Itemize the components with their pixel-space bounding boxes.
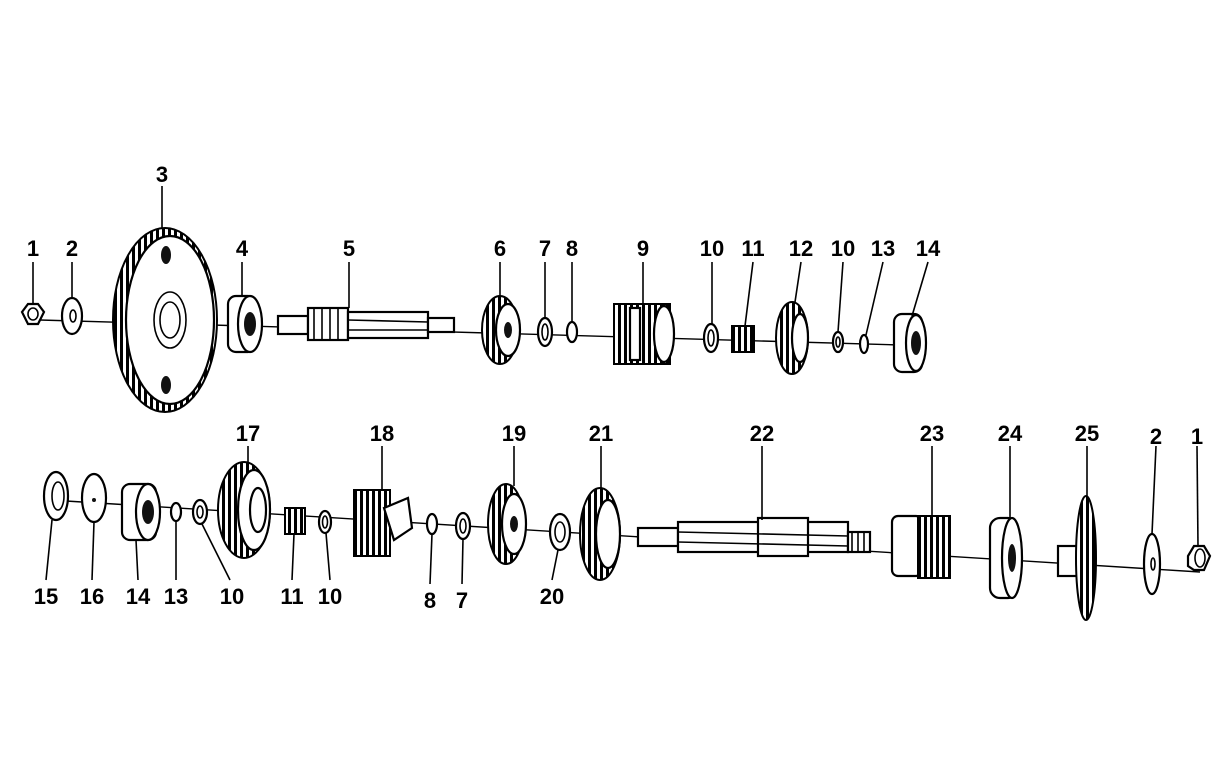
- label-2-top: 2: [66, 236, 78, 261]
- part-22-shaft: [636, 516, 872, 558]
- part-19-gear: [487, 483, 528, 565]
- label-14-bottom: 14: [126, 584, 151, 609]
- part-25-sprocket: [1056, 495, 1097, 621]
- part-3-large-gear: [112, 227, 218, 413]
- part-1-nut-top: [20, 302, 46, 326]
- part-10-washer-bottom-b: [317, 509, 333, 535]
- label-1-top: 1: [27, 236, 39, 261]
- part-12-gear: [775, 301, 810, 375]
- part-24-bearing: [988, 516, 1024, 600]
- label-22: 22: [750, 421, 774, 446]
- part-11-needle-bearing-bottom: [284, 507, 306, 535]
- part-17-gear: [217, 461, 272, 559]
- part-16-disc: [80, 472, 108, 524]
- part-21-gear: [579, 487, 622, 581]
- part-23-gear-hub: [890, 514, 951, 579]
- part-14-bearing-top: [892, 312, 928, 374]
- label-17: 17: [236, 421, 260, 446]
- part-8-ring-bottom: [425, 512, 439, 536]
- label-10-bottom-b: 10: [318, 584, 342, 609]
- label-20: 20: [540, 584, 564, 609]
- label-16: 16: [80, 584, 104, 609]
- label-13-bottom: 13: [164, 584, 188, 609]
- label-7-top: 7: [539, 236, 551, 261]
- label-11-top: 11: [741, 236, 764, 261]
- label-11-bottom: 11: [280, 584, 303, 609]
- part-7-circlip-bottom: [454, 511, 472, 541]
- part-14-bearing-bottom: [120, 482, 162, 542]
- part-13-ring-bottom: [169, 501, 183, 523]
- part-8-ring-top: [565, 320, 579, 344]
- label-18: 18: [370, 421, 394, 446]
- label-8-top: 8: [566, 236, 578, 261]
- part-1-nut-bottom: [1186, 544, 1212, 572]
- label-10-bottom-a: 10: [220, 584, 244, 609]
- part-6-gear: [481, 295, 522, 365]
- label-19: 19: [502, 421, 526, 446]
- part-13-ring-top: [858, 333, 870, 355]
- label-7-bottom: 7: [456, 588, 468, 613]
- part-4-bearing-top: [226, 294, 264, 354]
- part-5-shaft: [276, 306, 456, 342]
- label-12-top: 12: [789, 236, 813, 261]
- part-7-circlip-top: [536, 316, 554, 348]
- part-15-washer: [42, 470, 70, 522]
- label-1-bottom: 1: [1191, 424, 1203, 449]
- label-5-top: 5: [343, 236, 355, 261]
- part-10-washer-bottom-a: [191, 498, 209, 526]
- part-18-gear: [353, 489, 414, 557]
- label-10-top-a: 10: [700, 236, 724, 261]
- label-14-top: 14: [916, 236, 941, 261]
- label-24: 24: [998, 421, 1023, 446]
- part-9-double-gear: [613, 303, 676, 365]
- label-25: 25: [1075, 421, 1099, 446]
- label-13-top: 13: [871, 236, 895, 261]
- label-4-top: 4: [236, 236, 249, 261]
- label-3-top: 3: [156, 162, 168, 187]
- label-10-top-b: 10: [831, 236, 855, 261]
- label-15: 15: [34, 584, 58, 609]
- label-6-top: 6: [494, 236, 506, 261]
- label-8-bottom: 8: [424, 588, 436, 613]
- label-9-top: 9: [637, 236, 649, 261]
- label-21: 21: [589, 421, 613, 446]
- part-10-washer-top-a: [702, 322, 720, 354]
- part-10-washer-top-b: [831, 330, 845, 354]
- part-2-washer-top: [60, 296, 84, 336]
- label-23: 23: [920, 421, 944, 446]
- part-11-needle-bearing-top: [731, 325, 755, 353]
- part-20-spacer: [548, 512, 572, 552]
- label-2-bottom: 2: [1150, 424, 1162, 449]
- part-2-washer-bottom: [1142, 532, 1162, 596]
